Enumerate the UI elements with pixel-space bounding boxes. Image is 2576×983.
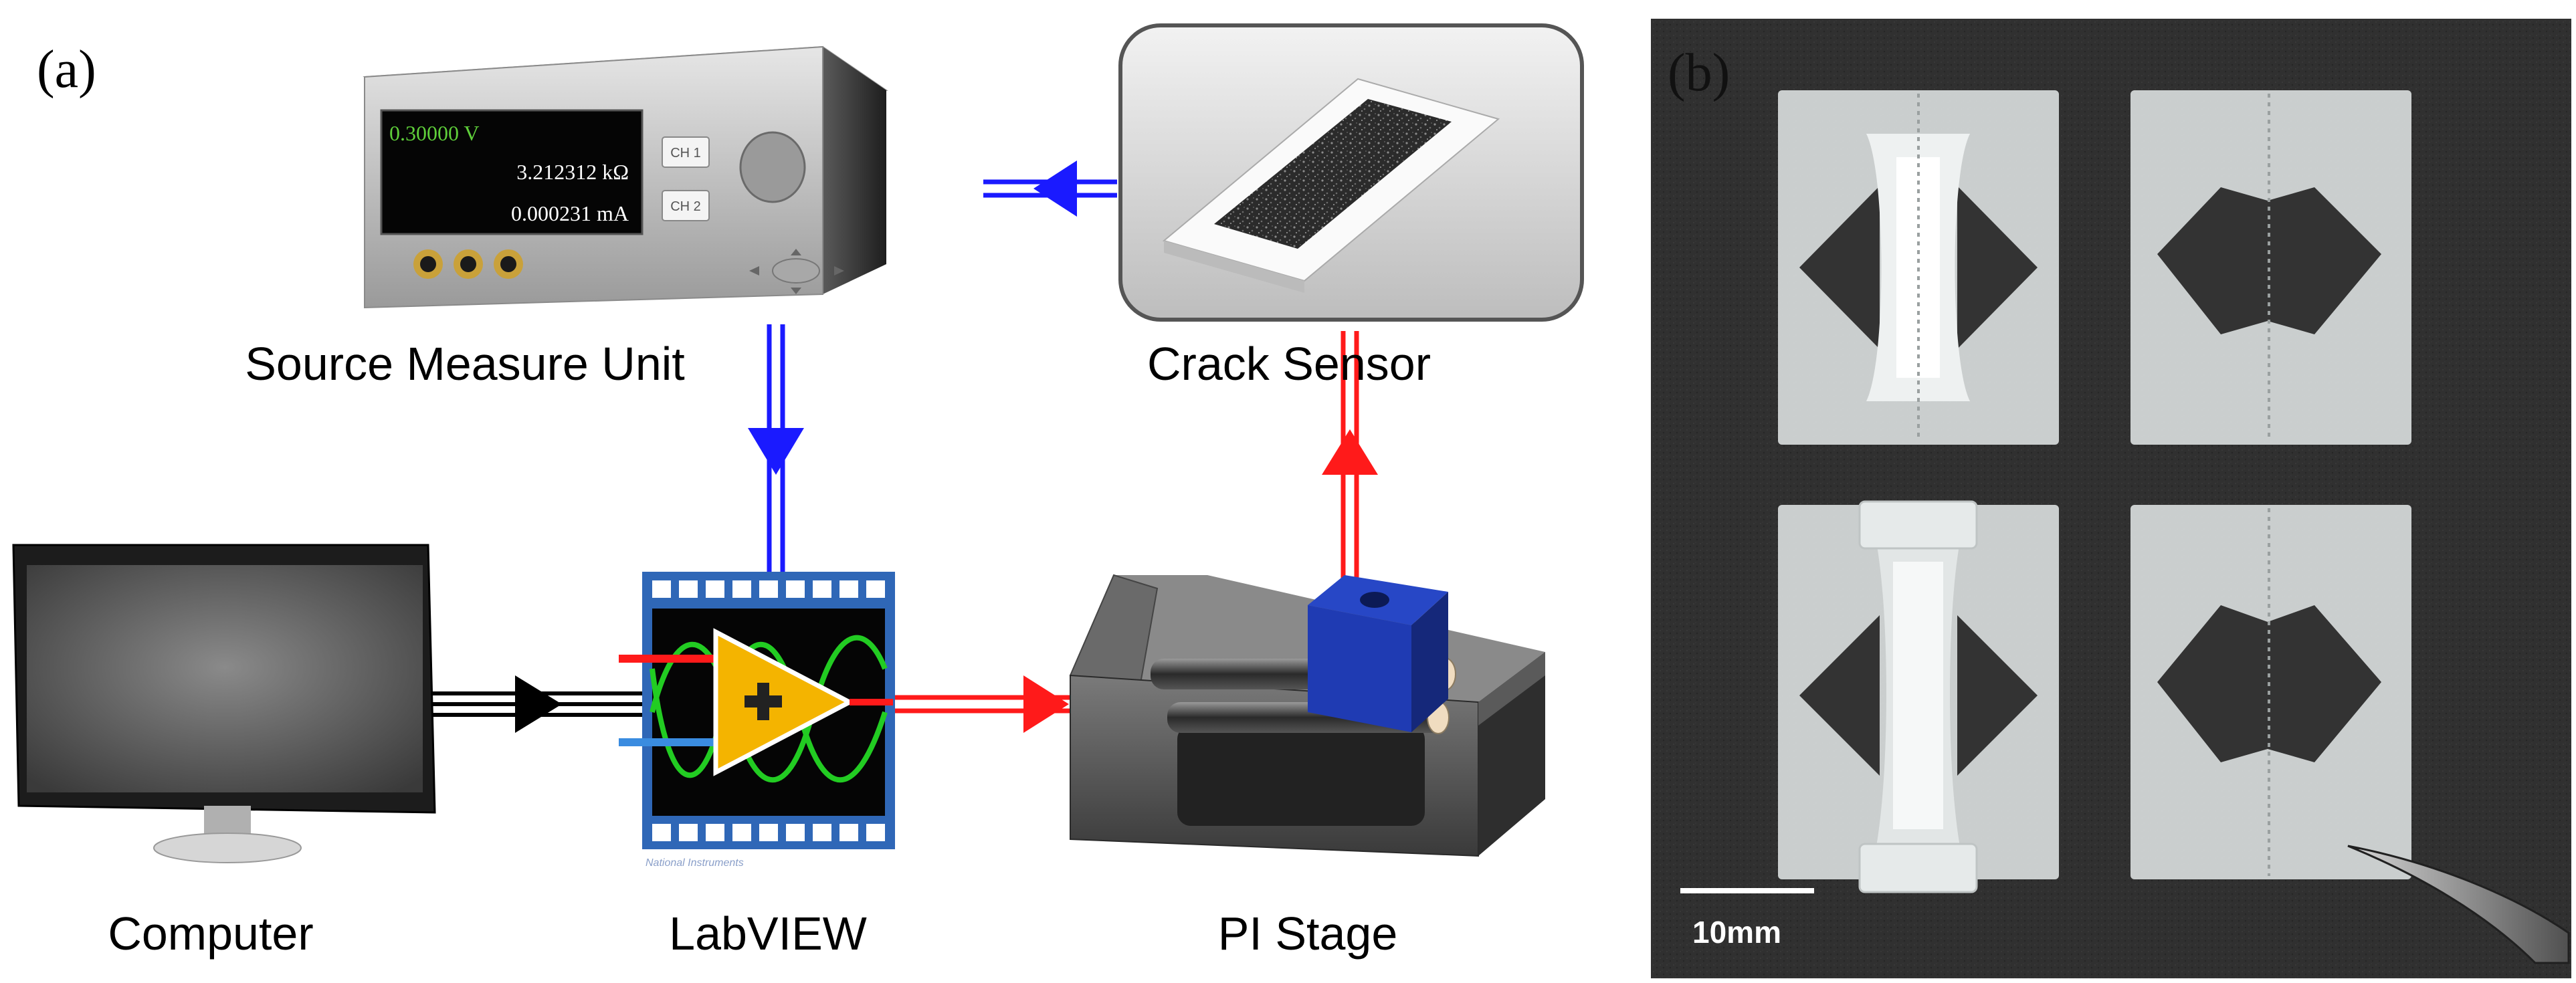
pi-stage-label: PI Stage [1218, 907, 1398, 960]
stage-slot [1177, 726, 1425, 826]
scale-bar: 10mm [1680, 888, 1814, 950]
smu-knob[interactable] [739, 131, 806, 203]
sample-bottom-right [2131, 505, 2570, 964]
smu-current-readout: 0.000231 mA [511, 201, 629, 225]
signal-lines [428, 160, 1378, 733]
stage-right-rail [1478, 652, 1545, 726]
smu-ch1-label: CH 1 [670, 146, 701, 160]
smu-ch1-button[interactable] [662, 136, 710, 168]
labview-vendor-text: National Instruments [646, 857, 744, 869]
sample-bottom-left-cutout-right [1957, 615, 2038, 776]
red-arrow-up [1322, 429, 1378, 475]
labview-sine-wave-1 [650, 635, 888, 782]
smu-nav-down-icon [791, 288, 801, 294]
stage-carriage-hole [1360, 592, 1389, 608]
smu-ch2-button[interactable] [662, 190, 710, 221]
smu-nav-right-icon [834, 266, 844, 276]
labview: National Instruments LabVIEW [619, 572, 895, 960]
sample-top-left-cutout-right [1957, 186, 2038, 349]
smu-resistance-readout: 3.212312 kΩ [516, 160, 629, 184]
black-arrow-right [515, 675, 562, 733]
blue-arrow-left [1033, 160, 1077, 217]
blue-arrow-down [748, 428, 804, 475]
source-measure-unit: 0.30000 V 3.212312 kΩ 0.000231 mA CH 1 C… [245, 45, 888, 390]
computer: Computer [12, 544, 436, 960]
panel-b-label: (b) [1668, 43, 1730, 102]
labview-label: LabVIEW [669, 907, 867, 960]
blue-line-sensor-to-smu [983, 160, 1117, 217]
crack-sensor-label: Crack Sensor [1147, 338, 1431, 390]
smu-label: Source Measure Unit [245, 338, 685, 390]
sample-bottom-left-clamp-bottom [1858, 843, 1978, 893]
smu-nav-pad[interactable] [772, 258, 820, 284]
black-line-computer-to-labview [428, 675, 646, 733]
smu-terminals [413, 249, 523, 279]
sample-bottom-left [1778, 500, 2059, 893]
crack-sensor: Crack Sensor [1118, 23, 1584, 390]
stage-carriage-side [1411, 592, 1448, 732]
sample-bottom-left-clamp-top [1858, 500, 1978, 550]
panel-a-label: (a) [37, 40, 96, 99]
crack-sensor-substrate-edge [1164, 241, 1304, 293]
smu-ch2-label: CH 2 [670, 199, 701, 214]
smu-nav-left-icon [749, 266, 759, 276]
labview-amplifier-triangle [713, 628, 855, 776]
red-line-labview-to-stage [893, 675, 1084, 733]
sample-top-left [1778, 90, 2059, 445]
pi-stage: PI Stage [1069, 574, 1545, 960]
panel-a: (a) [12, 23, 1584, 960]
sample-top-left-cutout-left [1799, 186, 1880, 349]
computer-label: Computer [108, 907, 313, 960]
red-line-stage-to-sensor [1322, 331, 1378, 602]
smu-side-face [823, 47, 886, 294]
labview-sine-wave-2 [650, 641, 888, 782]
red-arrow-right [1023, 675, 1069, 733]
labview-film-perforations [652, 580, 885, 841]
smu-voltage-readout: 0.30000 V [389, 121, 480, 145]
monitor-screen [27, 565, 423, 792]
panel-b: (b) [1651, 19, 2571, 978]
stage-carriage-front [1308, 605, 1411, 732]
smu-display [380, 109, 643, 235]
plus-icon [745, 683, 782, 720]
sample-top-right [2131, 90, 2411, 445]
blue-line-smu-to-labview [748, 324, 804, 582]
crack-sensor-film [1214, 99, 1452, 249]
monitor-base [153, 833, 302, 863]
smu-nav-up-icon [791, 249, 801, 255]
sample-bottom-left-cutout-left [1799, 615, 1880, 776]
tweezers [2347, 845, 2570, 964]
scale-bar-label: 10mm [1692, 915, 1781, 950]
